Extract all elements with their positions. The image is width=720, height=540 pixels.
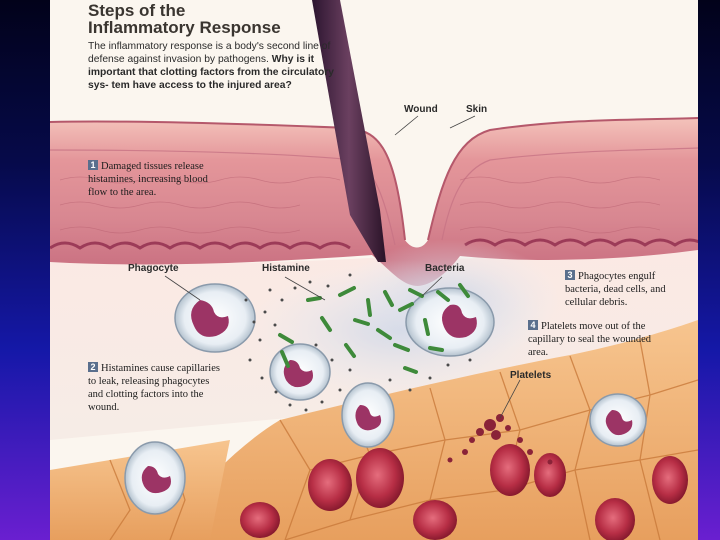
step-3-number: 3 <box>565 270 575 280</box>
step-2-text: Histamines cause capillaries to leak, re… <box>88 363 220 413</box>
step-2-number: 2 <box>88 362 98 372</box>
figure-title: Steps of the Inflammatory Response <box>88 2 328 36</box>
title-line-2: Inflammatory Response <box>88 18 281 37</box>
label-bacteria: Bacteria <box>425 263 465 274</box>
step-4-number: 4 <box>528 320 538 330</box>
step-1-number: 1 <box>88 160 98 170</box>
label-phagocyte: Phagocyte <box>128 263 179 274</box>
step-3-text: Phagocytes engulf bacteria, dead cells, … <box>565 271 666 308</box>
intro-question-a: Why is it important that clotting factor… <box>88 54 335 91</box>
label-platelets: Platelets <box>510 370 552 381</box>
label-wound: Wound <box>404 104 438 115</box>
intro-text: The inflammatory response is a body's se… <box>88 41 331 65</box>
label-histamine: Histamine <box>262 263 310 274</box>
inflammatory-response-illustration <box>50 0 698 540</box>
step-4-text: Platelets move out of the capillary to s… <box>528 321 652 358</box>
step-1-text: Damaged tissues release histamines, incr… <box>88 161 208 198</box>
intro-question-b: tem have access to the injured area? <box>111 80 292 91</box>
slide-panel: Steps of the Inflammatory Response The i… <box>50 0 698 540</box>
title-line-1: Steps of the <box>88 1 186 20</box>
label-skin: Skin <box>466 104 488 115</box>
intro-paragraph: The inflammatory response is a body's se… <box>88 40 338 92</box>
